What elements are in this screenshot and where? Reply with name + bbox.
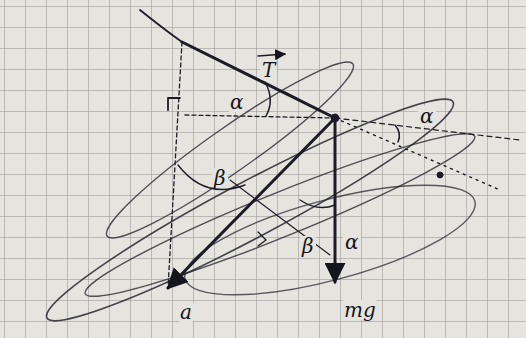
horizontal-line [185, 115, 335, 118]
angle-label: β [212, 168, 228, 188]
angle-label: α [418, 106, 436, 126]
angle-label: β [300, 236, 316, 256]
gravity-arrow [334, 118, 337, 282]
dotted-line [335, 118, 500, 190]
scribble-loop [77, 116, 483, 314]
angle-label: α [228, 92, 246, 112]
acceleration-arrow [168, 118, 335, 288]
helper-line [230, 180, 330, 255]
scribble-loop [175, 163, 485, 318]
point [437, 172, 443, 178]
angle-arc [395, 125, 399, 142]
scribble-loop [34, 77, 466, 338]
angle-label: α [343, 232, 361, 252]
mass-point [331, 114, 339, 122]
right-angle-mark [258, 232, 266, 246]
tension-string [182, 42, 335, 118]
vertical-line [168, 42, 182, 288]
angle-arc [265, 82, 270, 116]
right-angle-mark [168, 98, 180, 110]
vector-arrow-mark [258, 54, 285, 56]
string-end [140, 10, 182, 42]
acceleration-label: a [178, 302, 194, 322]
tension-label: T [260, 60, 277, 80]
helper-line [285, 92, 335, 118]
angle-arc [300, 200, 335, 208]
angle-arc [178, 165, 245, 190]
ink-drawing [34, 10, 520, 338]
gravity-label: mg [342, 300, 378, 320]
